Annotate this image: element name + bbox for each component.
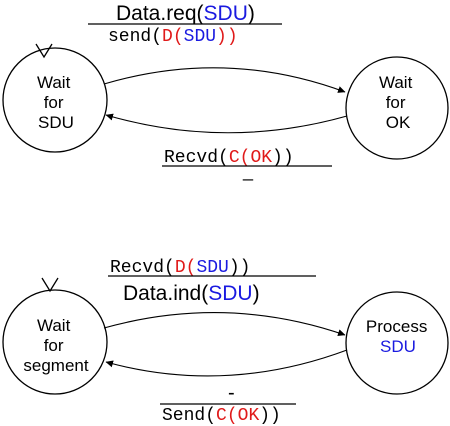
state-wait-for-sdu: Wait for SDU <box>2 47 108 153</box>
state-label-line: for <box>44 93 64 112</box>
state-label-line: for <box>44 336 64 355</box>
event-none: - <box>228 382 235 404</box>
state-wait-for-segment: Wait for segment <box>2 289 108 395</box>
state-label-line: Wait <box>379 73 413 92</box>
svg-text:Wait for SDU: Wait for SDU <box>37 73 75 132</box>
transition-arrow-forward <box>103 312 346 337</box>
sender-fsm: Wait for SDU Wait for OK Data.req(SDU) s… <box>2 2 449 182</box>
initial-state-marker <box>41 277 59 293</box>
state-label-line: Wait <box>37 316 71 335</box>
state-circle <box>2 289 108 395</box>
action-send-d-sdu: send(D(SDU)) <box>108 27 238 47</box>
svg-text:Wait for OK: Wait for OK <box>379 73 417 132</box>
state-label-line: SDU <box>38 113 74 132</box>
state-circle <box>345 291 449 395</box>
event-recvd-c-ok: Recvd(C(OK)) <box>164 148 294 168</box>
receiver-fsm: Wait for segment Process SDU Recvd(D(SDU… <box>2 258 449 426</box>
svg-text:Wait for segme: Wait for segment <box>23 316 88 375</box>
action-send-c-ok: Send(C(OK)) <box>162 406 281 426</box>
transition-arrow-back <box>105 349 348 377</box>
state-circle <box>345 56 449 160</box>
svg-text:Process SDU: Process SDU <box>366 317 432 356</box>
state-process-sdu: Process SDU <box>345 291 449 395</box>
state-label-line: for <box>386 93 406 112</box>
state-circle <box>2 47 108 153</box>
state-label-line: SDU <box>380 337 416 356</box>
state-label-line: OK <box>386 113 411 132</box>
transition-arrow-forward <box>103 67 346 93</box>
event-recvd-d-sdu: Recvd(D(SDU)) <box>110 258 250 278</box>
transition-arrow-back <box>105 113 348 134</box>
event-data-req: Data.req(SDU) <box>116 2 255 25</box>
action-none: _ <box>242 161 254 182</box>
state-label-line: Wait <box>37 73 71 92</box>
state-label-line: Process <box>366 317 427 336</box>
action-data-ind: Data.ind(SDU) <box>123 282 260 305</box>
state-wait-for-ok: Wait for OK <box>345 56 449 160</box>
state-label-line: segment <box>23 356 88 375</box>
